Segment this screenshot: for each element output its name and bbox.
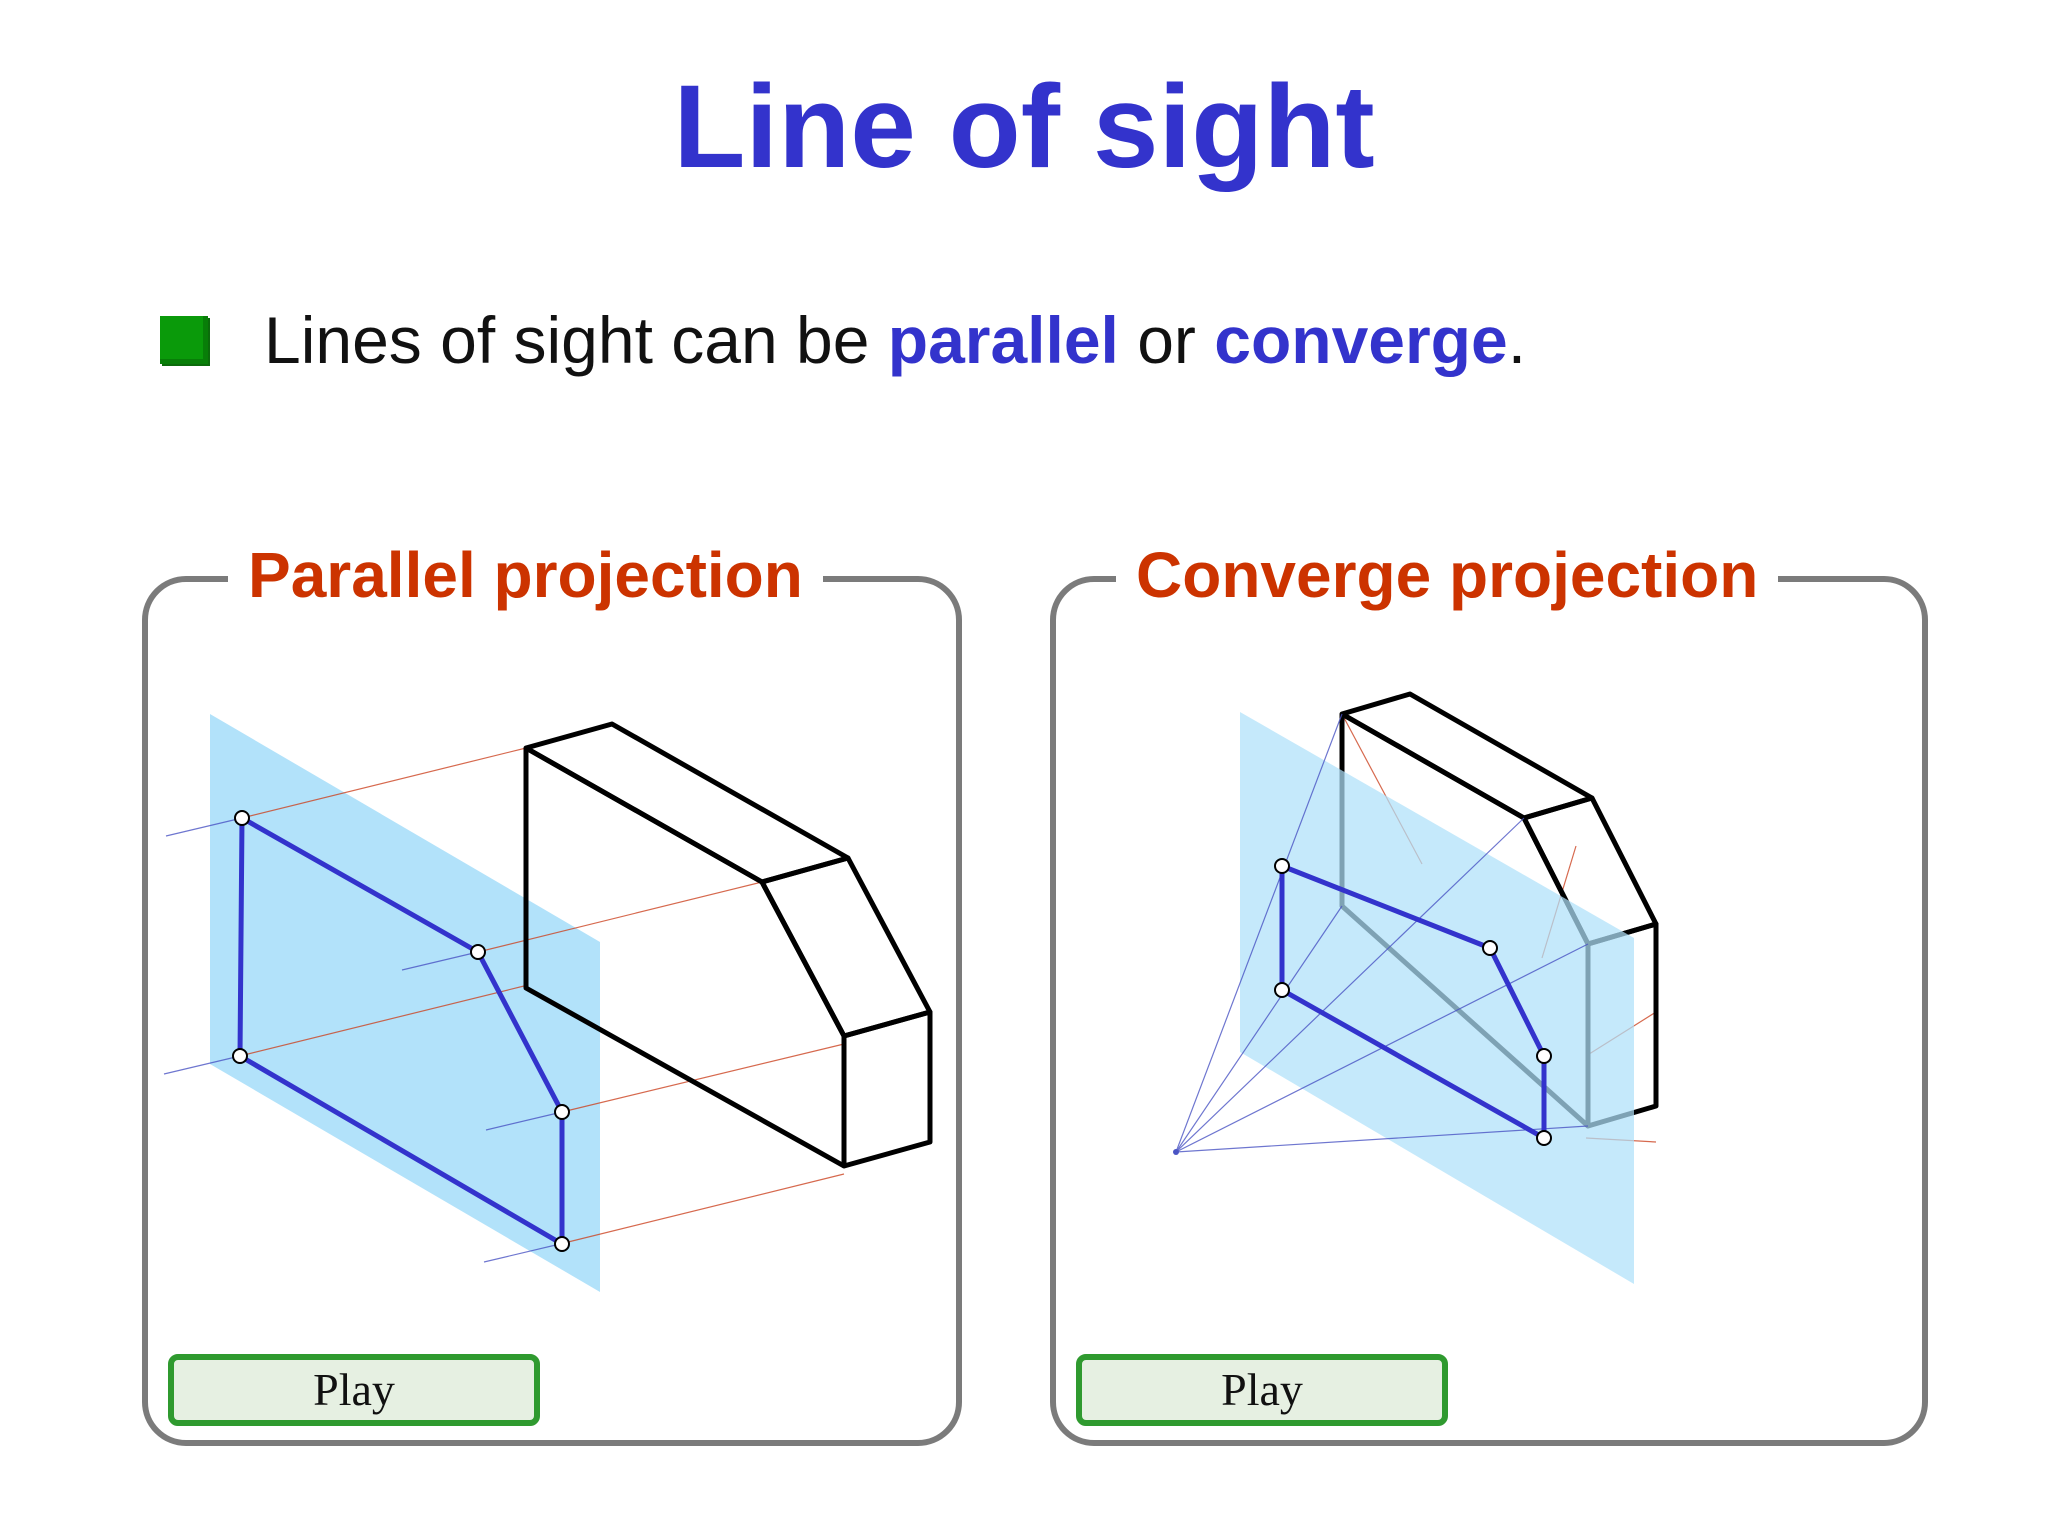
panel-title-parallel: Parallel projection [228,530,823,620]
sight-line [559,1173,845,1245]
object-slope-face [759,855,933,1039]
projected-point [1536,1130,1552,1146]
projected-point [1482,940,1498,956]
projected-point [554,1236,570,1252]
sight-line [165,817,243,837]
sight-line [561,1043,845,1113]
object-top-face [523,721,851,885]
converge-projection-diagram [1173,691,1659,1284]
projected-point [470,944,486,960]
projected-point [1536,1048,1552,1064]
object-front-face [841,1009,933,1169]
sight-line [239,985,525,1057]
sight-line [241,747,527,819]
play-button-parallel[interactable]: Play [168,1354,540,1426]
object-edge [1340,711,1526,821]
projection-plane [1240,712,1634,1284]
parallel-projection-diagram [163,714,933,1292]
projected-view-outline [237,815,565,1247]
sight-line [1175,817,1525,1153]
bullet-text: Lines of sight can be parallel or conver… [264,302,1526,378]
sight-line [401,951,479,971]
sight-line [483,1243,561,1263]
projected-point [1274,982,1290,998]
panel-title-converge: Converge projection [1116,530,1779,620]
bullet-text-middle: or [1118,303,1215,377]
projection-plane [210,714,600,1292]
object-edge [759,880,847,1038]
green-square-bullet-icon [160,316,208,364]
sight-line [485,1111,563,1131]
object-side-face [523,748,846,1169]
sight-line [1175,1125,1589,1153]
projected-point [234,810,250,826]
projected-point [1274,858,1290,874]
sight-line [163,1055,241,1075]
projected-points [232,810,570,1252]
term-parallel: parallel [887,303,1119,377]
eye-point [1173,1149,1179,1155]
bullet-point: Lines of sight can be parallel or conver… [160,300,1526,380]
3d-object [523,721,933,1169]
projected-point [554,1104,570,1120]
parallel-projection-panel: Parallel projection Play [142,530,962,1446]
term-converge: converge [1214,303,1508,377]
bullet-text-suffix: . [1507,303,1527,377]
object-edge [524,745,764,885]
lines-of-sight-front [163,817,563,1263]
projected-points [1274,858,1552,1146]
play-button-converge[interactable]: Play [1076,1354,1448,1426]
slide-title: Line of sight [673,61,1375,193]
bullet-text-prefix: Lines of sight can be [264,303,888,377]
sight-line [1175,713,1343,1153]
projected-point [232,1048,248,1064]
sight-line [1175,905,1343,1153]
converge-projection-panel: Converge projection Play [1050,530,1928,1446]
